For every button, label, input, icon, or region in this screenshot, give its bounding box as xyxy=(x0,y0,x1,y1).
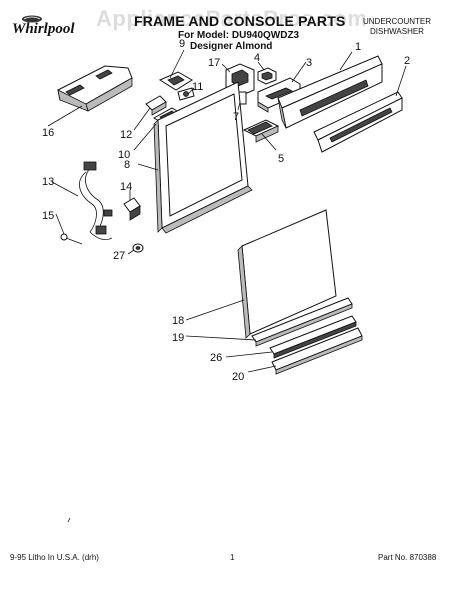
callout-8: 8 xyxy=(124,159,130,171)
watermark: AppliancePartsPros.com xyxy=(96,6,368,31)
part-9-hinge xyxy=(158,71,193,91)
callout-11: 11 xyxy=(192,81,203,93)
callout-5: 5 xyxy=(278,153,284,165)
part-5-keypad xyxy=(242,119,280,143)
part-26-trim-strip xyxy=(269,315,357,359)
part-16-bracket xyxy=(57,65,133,112)
callout-2: 2 xyxy=(404,55,410,67)
callout-18: 18 xyxy=(172,315,184,327)
part-20-toe-panel xyxy=(271,327,363,375)
callout-15: 15 xyxy=(42,210,54,222)
callout-20: 20 xyxy=(232,371,244,383)
part-8-door-frame xyxy=(153,81,253,234)
callout-leaders xyxy=(47,49,407,373)
callout-4: 4 xyxy=(254,52,260,64)
callout-14: 14 xyxy=(120,181,132,193)
callout-numbers: 1 2 3 4 5 7 8 9 10 11 12 13 14 15 16 17 … xyxy=(42,38,410,383)
footer-print-info: 9-95 Litho In U.S.A. (drh) xyxy=(10,553,99,562)
callout-16: 16 xyxy=(42,127,54,139)
color-name: Designer Almond xyxy=(190,41,273,52)
part-15-screw xyxy=(60,233,83,245)
callout-26: 26 xyxy=(210,352,222,364)
callout-19: 19 xyxy=(172,332,184,344)
callout-9: 9 xyxy=(179,38,185,50)
callout-3: 3 xyxy=(306,57,312,69)
footer-part-number: Part No. 870388 xyxy=(378,553,437,562)
category-line-2: DISHWASHER xyxy=(370,27,424,36)
part-2-console-trim xyxy=(313,91,403,153)
part-1-console-panel xyxy=(277,55,383,129)
model-number: For Model: DU940QWDZ3 xyxy=(178,30,300,41)
callout-27: 27 xyxy=(113,250,125,262)
part-27-grommet xyxy=(132,243,144,253)
callout-17: 17 xyxy=(208,57,220,69)
part-18-outer-door-panel xyxy=(237,209,337,339)
brand-name: Whirlpool xyxy=(12,21,75,37)
callout-7: 7 xyxy=(233,111,239,123)
part-4-knob xyxy=(257,67,277,85)
callout-13: 13 xyxy=(42,176,54,188)
stray-mark xyxy=(67,517,71,523)
page-title: FRAME AND CONSOLE PARTS xyxy=(134,13,346,29)
whirlpool-logo-icon xyxy=(22,15,42,23)
footer-page-number: 1 xyxy=(230,553,235,562)
callout-12: 12 xyxy=(120,129,132,141)
part-11-clip xyxy=(177,87,195,101)
part-12-bracket xyxy=(145,95,167,116)
callout-10: 10 xyxy=(118,149,130,161)
category-line-1: UNDERCOUNTER xyxy=(363,17,431,26)
part-13-wire-harness xyxy=(79,161,113,240)
product-category: UNDERCOUNTER DISHWASHER xyxy=(362,17,432,37)
callout-1: 1 xyxy=(355,41,361,53)
part-19-bottom-trim xyxy=(251,297,353,347)
part-14-door-switch xyxy=(123,197,141,221)
